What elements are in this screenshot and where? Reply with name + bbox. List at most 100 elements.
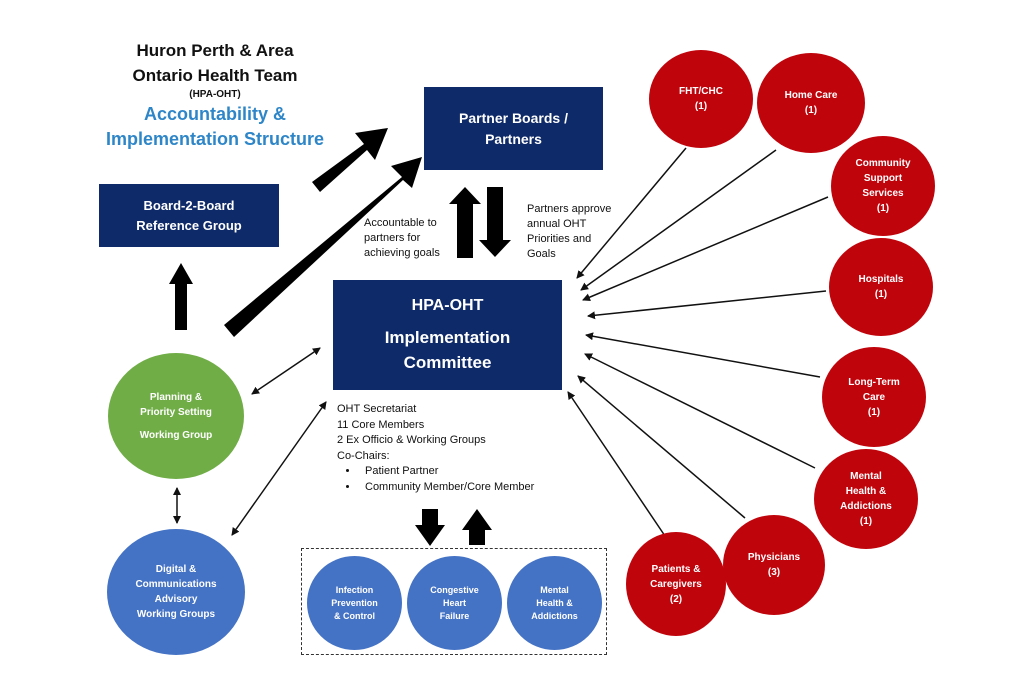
sector-community-support: Community Support Services (1) xyxy=(831,136,935,236)
digital-line2: Communications xyxy=(135,579,217,590)
sector-count: (1) xyxy=(859,516,873,527)
arrow-to-partners-upper xyxy=(312,128,388,192)
sector-label: Mental xyxy=(850,471,882,482)
arrow-to-partners-lower xyxy=(224,157,422,337)
sector-count: (3) xyxy=(767,567,781,578)
wg-line: Failure xyxy=(439,610,470,621)
sector-count: (2) xyxy=(669,593,683,605)
digital-line3: Advisory xyxy=(154,594,198,605)
sector-home-care: Home Care (1) xyxy=(757,53,865,153)
accountable-note-line: achieving goals xyxy=(364,247,440,259)
sector-count: (1) xyxy=(876,203,890,214)
sector-label: Caregivers xyxy=(650,578,702,590)
working-groups-container xyxy=(301,548,607,655)
subtitle-line2: Implementation Structure xyxy=(105,129,325,149)
co-chair-item: Patient Partner xyxy=(359,464,534,480)
sector-label: Hospitals xyxy=(858,274,904,285)
working-group-mha: Mental Health & Addictions xyxy=(507,556,602,650)
sector-label: Support xyxy=(863,173,903,184)
working-group-infection: Infection Prevention & Control xyxy=(307,556,402,650)
partner-boards-box: Partner Boards / Partners xyxy=(424,87,603,170)
sector-label: Community xyxy=(855,158,911,169)
wg-line: Health & xyxy=(536,597,573,608)
partners-approve-note: Partners approve annual OHT Priorities a… xyxy=(527,202,611,262)
sector-patients-caregivers: Patients & Caregivers (2) xyxy=(626,532,726,636)
sector-arrow-patients xyxy=(567,391,666,537)
title-abbrev: (HPA-OHT) xyxy=(189,89,241,100)
wg-line: & Control xyxy=(334,610,375,621)
co-chairs-list: Patient Partner Community Member/Core Me… xyxy=(337,464,534,495)
sector-label: Addictions xyxy=(840,501,892,512)
committee-detail-line: Co-Chairs: xyxy=(337,449,390,462)
sector-physicians: Physicians (3) xyxy=(723,515,825,615)
committee-line1: HPA-OHT xyxy=(411,297,484,314)
title-line2: Ontario Health Team xyxy=(132,66,298,85)
sector-label: Care xyxy=(862,391,886,403)
sector-count: (1) xyxy=(874,289,888,300)
sector-label: Health & xyxy=(845,486,887,497)
arrow-down-to-groups xyxy=(415,509,445,546)
digital-communications-group: Digital & Communications Advisory Workin… xyxy=(107,529,245,655)
sector-arrow-community xyxy=(582,196,829,301)
sector-label: Long-Term xyxy=(848,376,900,388)
sector-label: Services xyxy=(862,188,904,199)
sector-label: Patients & xyxy=(651,563,701,575)
approve-note-line: Goals xyxy=(527,248,556,260)
working-group-chf: Congestive Heart Failure xyxy=(407,556,502,650)
board2board-line2: Reference Group xyxy=(136,217,242,233)
arrow-up-to-b2b xyxy=(169,263,193,330)
subtitle-line1: Accountability & xyxy=(143,104,286,124)
approve-note-line: Partners approve xyxy=(527,203,612,215)
co-chair-item: Community Member/Core Member xyxy=(359,480,534,496)
sector-arrow-hospitals xyxy=(587,290,827,320)
approve-note-line: Priorities and xyxy=(527,233,592,245)
wg-line: Congestive xyxy=(430,584,479,595)
committee-detail-line: 11 Core Members xyxy=(337,418,425,431)
accountable-note: Accountable to partners for achieving go… xyxy=(364,216,440,261)
wg-line: Infection xyxy=(335,584,374,595)
sector-arrow-fht xyxy=(576,147,687,279)
arrow-up-accountability xyxy=(449,187,481,258)
wg-line: Addictions xyxy=(531,610,578,621)
sector-arrow-physicians xyxy=(577,375,746,519)
planning-line2: Priority Setting xyxy=(140,406,212,418)
sector-arrow-mha xyxy=(584,353,816,469)
digital-line4: Working Groups xyxy=(136,609,216,620)
sector-mental-health: Mental Health & Addictions (1) xyxy=(814,449,918,549)
planning-working-group: Planning & Priority Setting Working Grou… xyxy=(108,353,244,479)
accountable-note-line: partners for xyxy=(364,232,421,244)
diagram-title: Huron Perth & Area Ontario Health Team (… xyxy=(90,38,340,152)
sector-count: (1) xyxy=(694,101,708,112)
accountable-note-line: Accountable to xyxy=(364,217,437,229)
sector-fht-chc: FHT/CHC (1) xyxy=(649,50,753,148)
committee-detail-line: 2 Ex Officio & Working Groups xyxy=(337,434,486,446)
arrow-up-from-groups xyxy=(462,509,492,545)
partner-boards-line2: Partners xyxy=(485,130,542,147)
sector-arrow-homecare xyxy=(580,149,777,291)
arrow-down-approval xyxy=(479,187,511,257)
committee-line2: Implementation xyxy=(384,328,511,347)
wg-line: Prevention xyxy=(331,597,378,608)
wg-line: Mental xyxy=(540,584,569,595)
planning-line1: Planning & xyxy=(149,391,203,403)
sector-label: Physicians xyxy=(747,552,801,563)
link-planning-committee xyxy=(251,347,321,395)
sector-long-term-care: Long-Term Care (1) xyxy=(822,347,926,447)
link-digital-committee xyxy=(231,401,327,536)
sector-hospitals: Hospitals (1) xyxy=(829,238,933,336)
sector-label: Home Care xyxy=(784,90,838,101)
committee-details: OHT Secretariat 11 Core Members 2 Ex Off… xyxy=(337,402,534,495)
implementation-committee-box: HPA-OHT Implementation Committee xyxy=(333,280,562,390)
board2board-line1: Board-2-Board xyxy=(143,197,235,213)
wg-line: Heart xyxy=(442,597,466,608)
digital-line1: Digital & xyxy=(155,564,197,575)
approve-note-line: annual OHT xyxy=(527,218,587,230)
sector-arrow-ltc xyxy=(585,332,821,378)
title-line1: Huron Perth & Area xyxy=(136,41,294,60)
board2board-box: Board-2-Board Reference Group xyxy=(99,184,279,247)
sector-count: (1) xyxy=(867,406,881,418)
partner-boards-line1: Partner Boards / xyxy=(459,109,568,126)
sector-label: FHT/CHC xyxy=(679,86,723,97)
sector-count: (1) xyxy=(804,105,818,116)
